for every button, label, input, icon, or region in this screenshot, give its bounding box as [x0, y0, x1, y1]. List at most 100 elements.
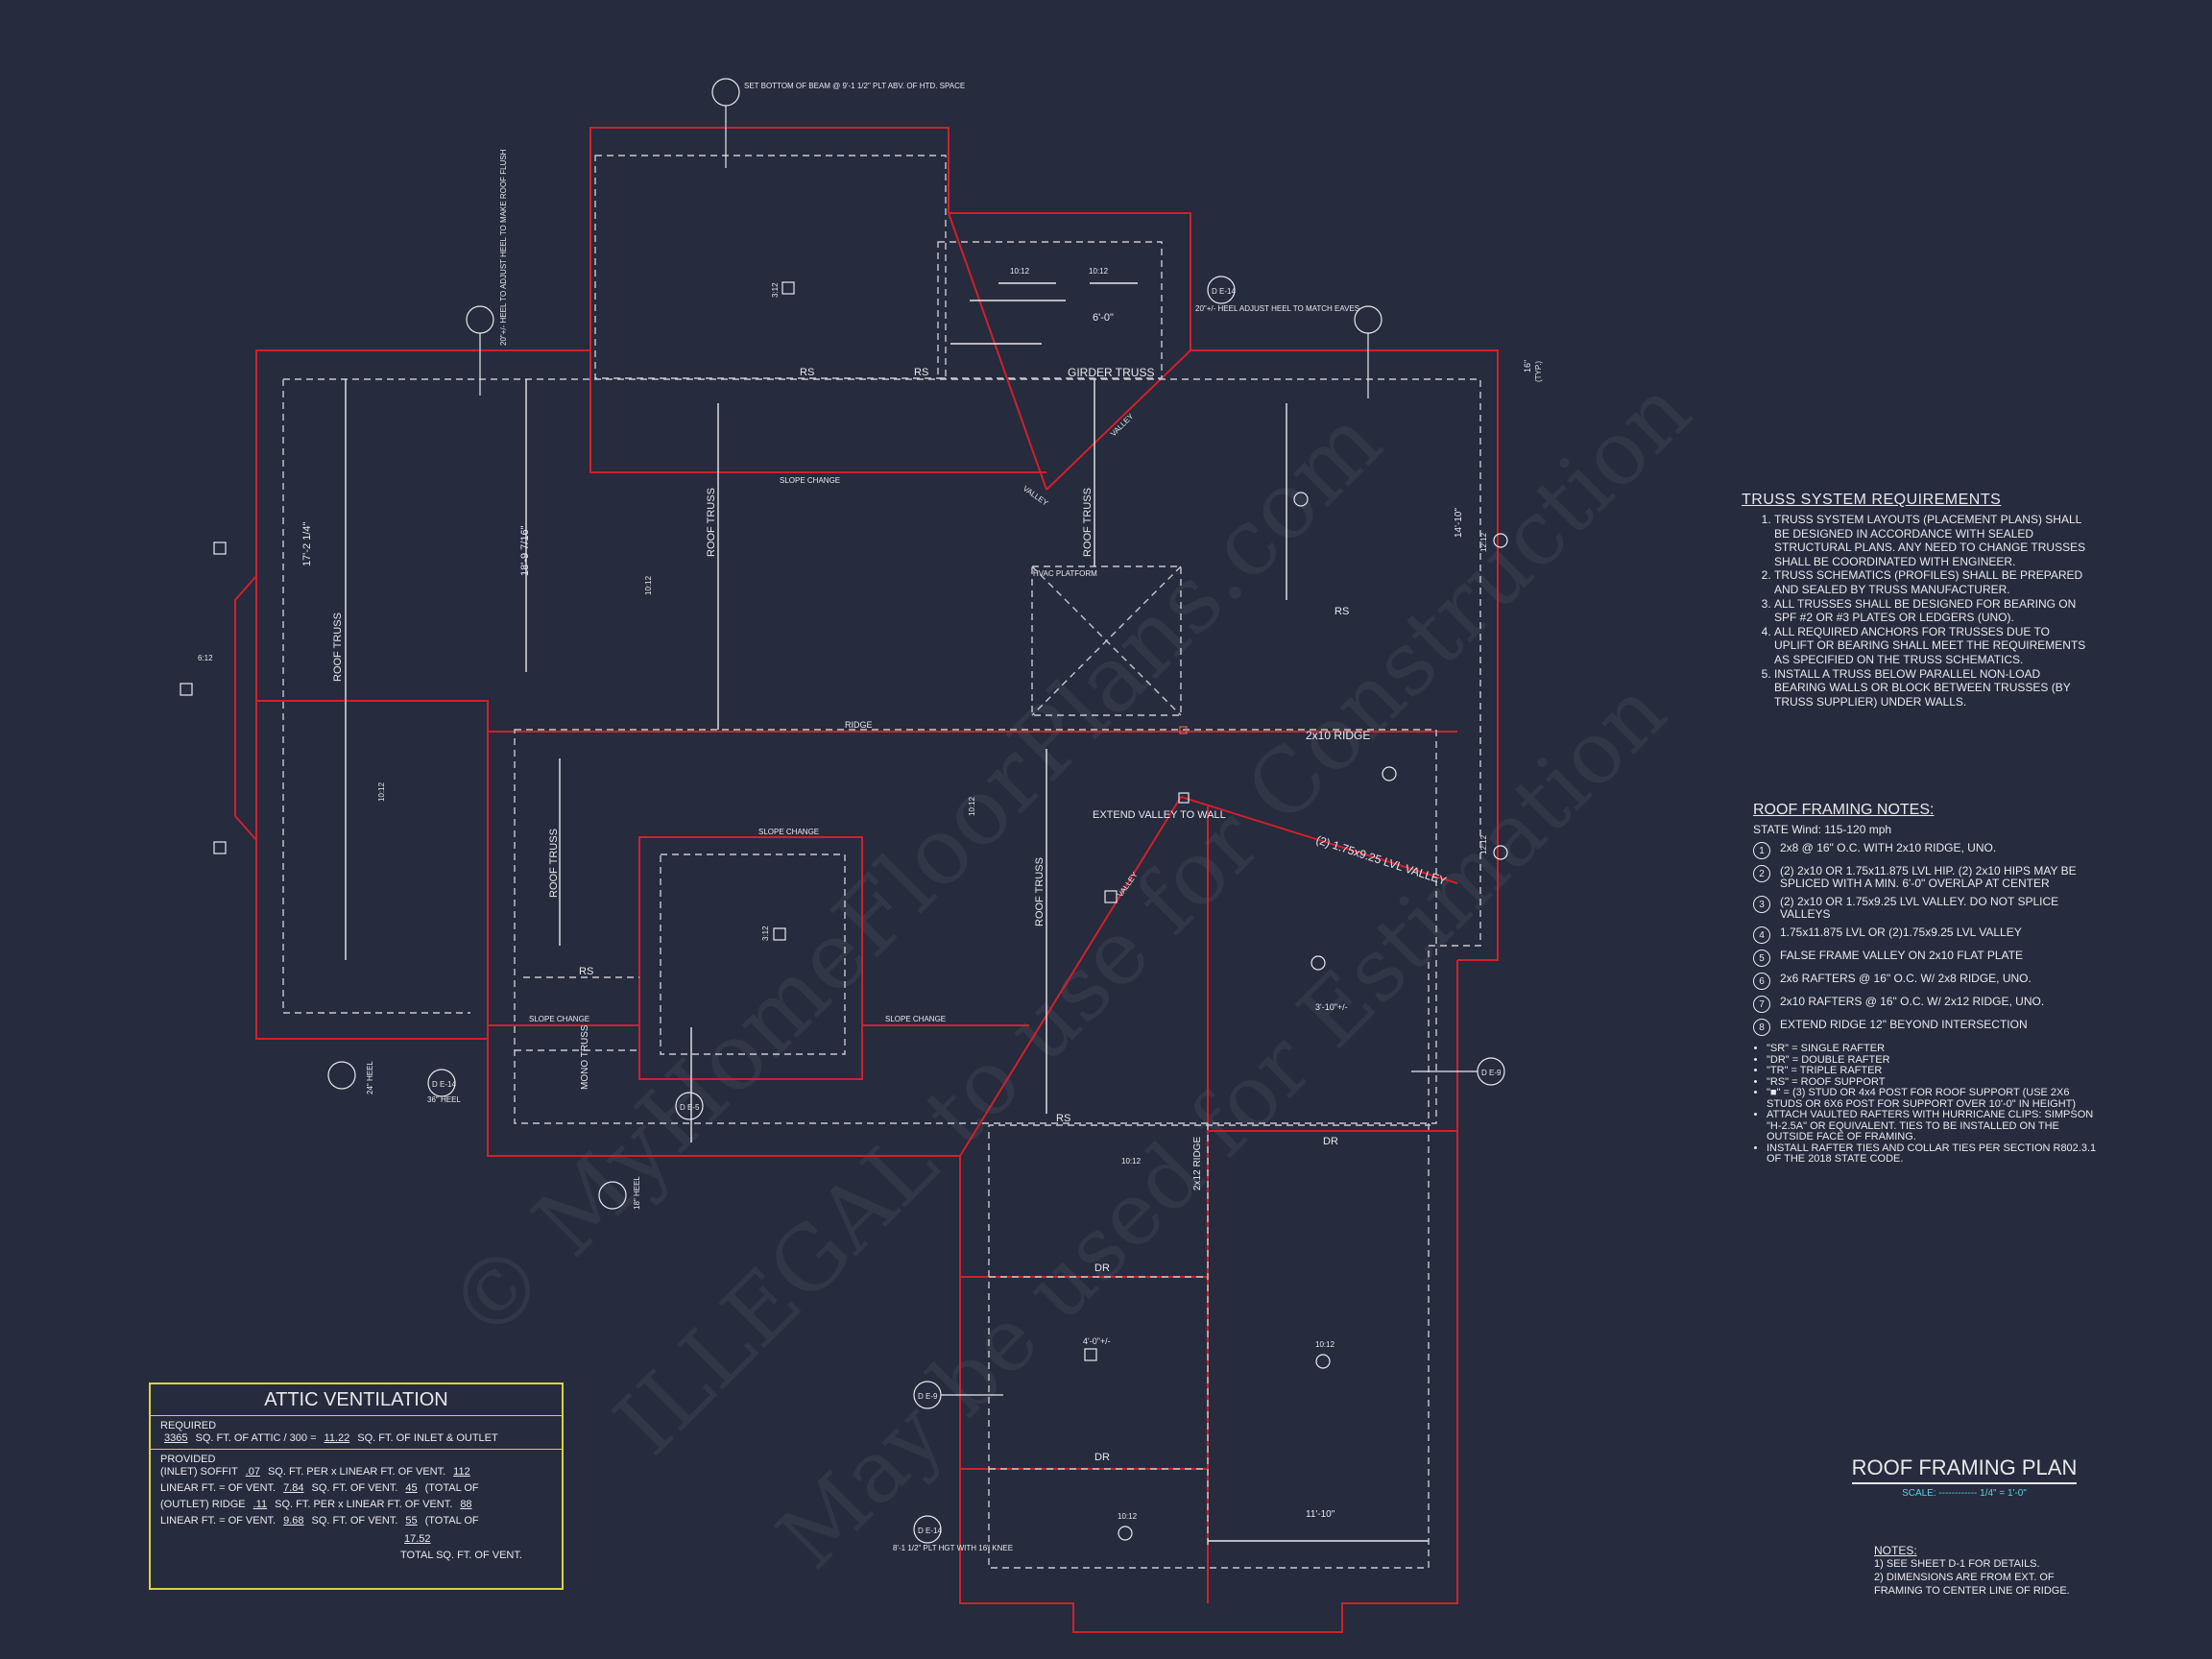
plan-labels: RS RS RS RS RS RIDGE SLOPE CHANGE SLOPE … — [198, 82, 1543, 1552]
pitch-8: 10:12 — [1118, 1512, 1138, 1521]
label-roof-truss-4: ROOF TRUSS — [548, 829, 560, 898]
note-number: 4 — [1753, 926, 1770, 944]
linear-text: LINEAR FT. = OF VENT. — [160, 1482, 276, 1494]
pitch-2: 10:12 — [1089, 267, 1109, 276]
grand-total: 17.52 — [404, 1533, 431, 1545]
framing-note-item: 3 (2) 2x10 OR 1.75x9.25 LVL VALLEY. DO NO… — [1753, 896, 2099, 921]
note-number: 3 — [1753, 896, 1770, 913]
ventilation-required: REQUIRED 3365 SQ. FT. OF ATTIC / 300 = 1… — [151, 1416, 562, 1450]
sq-text: SQ. FT. OF VENT. — [311, 1515, 398, 1527]
inlet-label: (INLET) SOFFIT — [160, 1466, 238, 1478]
pitch-1: 10:12 — [1010, 267, 1030, 276]
abbrev-item: "TR" = TRIPLE RAFTER — [1767, 1065, 2099, 1077]
footer-notes-title: NOTES: — [1874, 1544, 1917, 1557]
note-text: FALSE FRAME VALLEY ON 2x10 FLAT PLATE — [1780, 949, 2023, 962]
note-text: (2) 2x10 OR 1.75x11.875 LVL HIP. (2) 2x1… — [1780, 864, 2077, 890]
roof-framing-notes: ROOF FRAMING NOTES: STATE Wind: 115-120 … — [1753, 802, 2099, 1166]
wind-speed: STATE Wind: 115-120 mph — [1753, 823, 1892, 836]
soffit-total: 7.84 — [283, 1482, 304, 1494]
detail-bubble-labels: D E-14 D E-14 D E-9 D E-9 D E-5 D E-14 — [432, 287, 1502, 1535]
note-number: 7 — [1753, 996, 1770, 1013]
bubble-label-6: D E-14 — [918, 1527, 942, 1535]
label-slope-change-4: SLOPE CHANGE — [885, 1015, 946, 1023]
title-block: ROOF FRAMING PLAN SCALE: ------------ 1/… — [1839, 1455, 2090, 1499]
pitch-3: 10:12 — [377, 781, 386, 802]
pitch-7: 10:12 — [1315, 1340, 1335, 1349]
pitch-12: 12:12 — [1479, 532, 1488, 552]
bubble-label-3: D E-9 — [1481, 1069, 1502, 1077]
linear-text: LINEAR FT. = OF VENT. — [160, 1515, 276, 1527]
soffit-linear: 112 — [453, 1466, 470, 1478]
label-rs-5: RS — [579, 966, 593, 977]
provided-label: PROVIDED — [160, 1454, 216, 1465]
footer-notes: NOTES: 1) SEE SHEET D-1 FOR DETAILS. 2) … — [1874, 1544, 2104, 1598]
attic-ventilation-title: ATTIC VENTILATION — [151, 1384, 562, 1416]
label-roof-truss-3: ROOF TRUSS — [1082, 488, 1094, 557]
note-number: 6 — [1753, 973, 1770, 990]
ventilation-provided: PROVIDED (INLET) SOFFIT .07 SQ. FT. PER … — [151, 1450, 562, 1566]
label-slope-change-2: SLOPE CHANGE — [758, 828, 819, 836]
truss-req-item: INSTALL A TRUSS BELOW PARALLEL NON-LOAD … — [1774, 667, 2087, 709]
dashed-framing — [282, 155, 1481, 1569]
label-ridge: RIDGE — [845, 720, 873, 730]
label-slope-change-1: SLOPE CHANGE — [780, 476, 840, 485]
note-text: (2) 2x10 OR 1.75x9.25 LVL VALLEY. DO NOT… — [1780, 895, 2059, 921]
support-posts — [180, 281, 1190, 1361]
abbrev-item: "■" = (3) STUD OR 4x4 POST FOR ROOF SUPP… — [1767, 1087, 2099, 1110]
label-extend-valley: EXTEND VALLEY TO WALL — [1093, 809, 1226, 821]
truss-requirements-title: TRUSS SYSTEM REQUIREMENTS — [1742, 492, 2002, 508]
sq-text: SQ. FT. OF VENT. — [311, 1482, 398, 1494]
truss-req-item: ALL TRUSSES SHALL BE DESIGNED FOR BEARIN… — [1774, 597, 2087, 625]
framing-note-item: 4 1.75x11.875 LVL OR (2)1.75x9.25 LVL VAL… — [1753, 926, 2099, 944]
dim-8: 16" — [1523, 360, 1532, 373]
pitch-5: 10:12 — [968, 796, 976, 816]
abbreviation-list: "SR" = SINGLE RAFTER "DR" = DOUBLE RAFTE… — [1753, 1043, 2099, 1166]
truss-requirements: TRUSS SYSTEM REQUIREMENTS TRUSS SYSTEM L… — [1742, 492, 2087, 709]
required-label: REQUIRED — [160, 1420, 217, 1431]
note-text: 1.75x11.875 LVL OR (2)1.75x9.25 LVL VALL… — [1780, 926, 2022, 939]
ridge-linear: 88 — [460, 1499, 472, 1510]
inlet-total: 45 — [405, 1482, 418, 1494]
per-text: SQ. FT. PER x LINEAR FT. OF VENT. — [275, 1499, 453, 1510]
total-text: (TOTAL OF — [424, 1482, 479, 1494]
roof-framing-notes-title: ROOF FRAMING NOTES: — [1753, 802, 1935, 818]
footer-note-item: 1) SEE SHEET D-1 FOR DETAILS. — [1874, 1558, 2040, 1570]
label-roof-truss-2: ROOF TRUSS — [706, 488, 717, 557]
detail-bubbles — [327, 78, 1505, 1544]
abbrev-item: "RS" = ROOF SUPPORT — [1767, 1076, 2099, 1089]
per-text: SQ. FT. PER x LINEAR FT. OF VENT. — [267, 1466, 446, 1478]
required-unit: SQ. FT. OF INLET & OUTLET — [357, 1432, 498, 1444]
truss-req-item: ALL REQUIRED ANCHORS FOR TRUSSES DUE TO … — [1774, 625, 2087, 667]
label-rs-3: RS — [1334, 606, 1349, 617]
truss-req-item: TRUSS SCHEMATICS (PROFILES) SHALL BE PRE… — [1774, 568, 2087, 596]
label-heel-note-1: 20"+/- HEEL ADJUST HEEL TO MATCH EAVES — [1195, 304, 1359, 313]
attic-ventilation-table: ATTIC VENTILATION REQUIRED 3365 SQ. FT. … — [149, 1382, 564, 1590]
truss-req-item: TRUSS SYSTEM LAYOUTS (PLACEMENT PLANS) S… — [1774, 513, 2087, 568]
label-dr-2: DR — [1094, 1262, 1110, 1274]
note-number: 2 — [1753, 865, 1770, 882]
note-number: 5 — [1753, 950, 1770, 967]
dim-7: 4'-0"+/- — [1083, 1336, 1111, 1346]
note-text: 2x6 RAFTERS @ 16" O.C. W/ 2x8 RIDGE, UNO… — [1780, 972, 2032, 985]
pitch-13: 12:12 — [1479, 834, 1488, 854]
label-typ: (TYP.) — [1534, 361, 1543, 382]
ridge-total: 9.68 — [283, 1515, 304, 1527]
bubble-label-4: D E-9 — [918, 1392, 938, 1401]
grand-total-line: 17.52 TOTAL SQ. FT. OF VENT. — [160, 1533, 552, 1562]
label-roof-truss-1: ROOF TRUSS — [332, 613, 344, 682]
label-heel-24: 24" HEEL — [366, 1061, 374, 1094]
drawing-scale: SCALE: ------------ 1/4" = 1'-0" — [1902, 1488, 2027, 1499]
outlet-total: 55 — [405, 1515, 418, 1527]
label-hvac-platform: HVAC PLATFORM — [1033, 569, 1097, 578]
framing-note-item: 2 (2) 2x10 OR 1.75x11.875 LVL HIP. (2) 2x… — [1753, 865, 2099, 890]
label-girder-truss: GIRDER TRUSS — [1068, 366, 1154, 379]
attic-sqft: 3365 — [164, 1432, 188, 1444]
abbrev-item: "DR" = DOUBLE RAFTER — [1767, 1054, 2099, 1067]
required-value: 11.22 — [324, 1432, 350, 1444]
dim-2: 18'-9 7/16" — [519, 525, 531, 576]
label-ridge-2x10: 2x10 RIDGE — [1306, 729, 1370, 742]
label-lvl-valley: (2) 1.75x9.25 LVL VALLEY — [1314, 833, 1448, 888]
